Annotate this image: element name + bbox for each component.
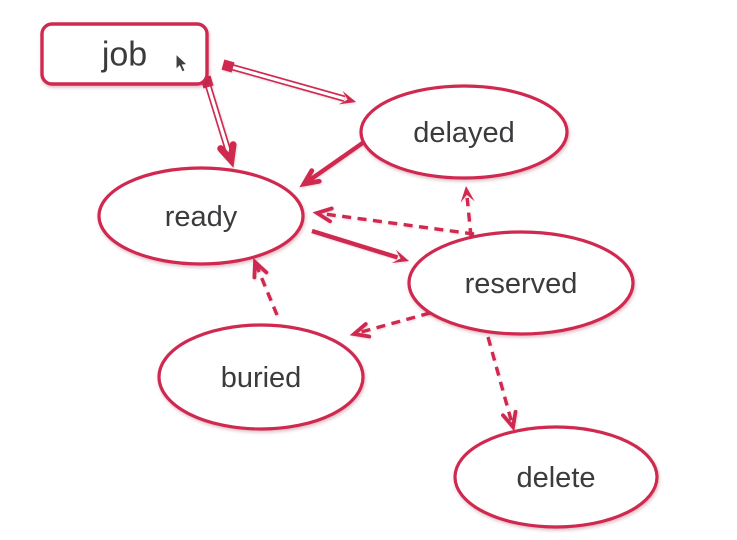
node-ready: ready [97,166,305,266]
reserved-ellipse [407,230,635,336]
node-delete: delete [453,425,659,529]
node-label-ready: ready [165,201,238,233]
edge-ready-to-reserved [311,228,409,263]
arrowhead-icon [252,257,269,280]
buried-ellipse [157,323,365,431]
arrowhead-icon [501,409,518,432]
arrowhead-icon [312,206,334,224]
square-tail-icon [221,59,235,73]
arrowhead-icon [349,322,372,339]
edge-reserved-to-delayed [460,186,475,238]
node-label-delayed: delayed [413,117,515,149]
node-label-reserved: reserved [465,268,578,300]
ready-ellipse [97,166,305,266]
arrowhead-icon [391,249,409,263]
arrowhead-icon [217,141,237,168]
arrowhead-icon [338,90,356,105]
edge-reserved-to-delete [486,336,518,432]
node-label-buried: buried [221,362,302,394]
edges-layer [200,59,518,432]
arrowhead-icon [299,168,322,188]
edge-buried-to-ready [252,257,279,316]
edge-reserved-to-buried [349,311,431,339]
node-job: job [40,22,209,86]
node-label-job: job [101,36,147,74]
mouse-cursor-icon [175,52,189,73]
edge-job-to-delayed [221,59,356,105]
delete-ellipse [453,425,659,529]
node-buried: buried [157,323,365,431]
node-label-delete: delete [516,462,595,494]
delayed-ellipse [359,84,569,180]
edge-delayed-to-ready [299,140,366,188]
edge-reserved-to-ready [312,206,475,236]
arrowhead-icon [460,186,475,203]
edge-job-to-ready [200,75,237,168]
job-box [40,22,209,86]
node-reserved: reserved [407,230,635,336]
node-delayed: delayed [359,84,569,180]
nodes-layer: job delayed ready reserved buried delete [40,22,659,529]
